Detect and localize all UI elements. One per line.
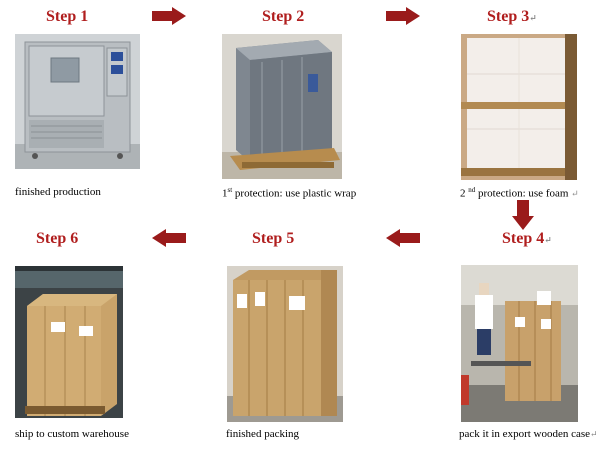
photo-foam-protection [461, 34, 577, 180]
caption-step-2: 1st protection: use plastic wrap [222, 186, 357, 200]
step-1-title: Step 1 [46, 8, 89, 25]
arrow-right-icon [152, 7, 186, 25]
step-3-title: Step 3↵ [487, 8, 537, 25]
step-6-title: Step 6 [36, 230, 79, 247]
photo-ship-warehouse [15, 266, 123, 418]
caption-step-4: pack it in export wooden case↵ [459, 428, 598, 440]
caption-step-1: finished production [15, 186, 101, 198]
step-5-title: Step 5 [252, 230, 295, 247]
arrow-down-icon [512, 200, 534, 230]
caption-step-6: ship to custom warehouse [15, 428, 129, 440]
photo-finished-packing [227, 266, 343, 422]
photo-wooden-case [461, 265, 578, 422]
arrow-right-icon [386, 7, 420, 25]
photo-finished-production [15, 34, 140, 169]
arrow-left-icon [152, 229, 186, 247]
step-2-title: Step 2 [262, 8, 305, 25]
step-4-title: Step 4↵ [502, 230, 552, 247]
photo-plastic-wrap [222, 34, 342, 179]
caption-step-3: 2 nd protection: use foam ↵ [460, 186, 579, 200]
arrow-left-icon [386, 229, 420, 247]
caption-step-5: finished packing [226, 428, 300, 440]
